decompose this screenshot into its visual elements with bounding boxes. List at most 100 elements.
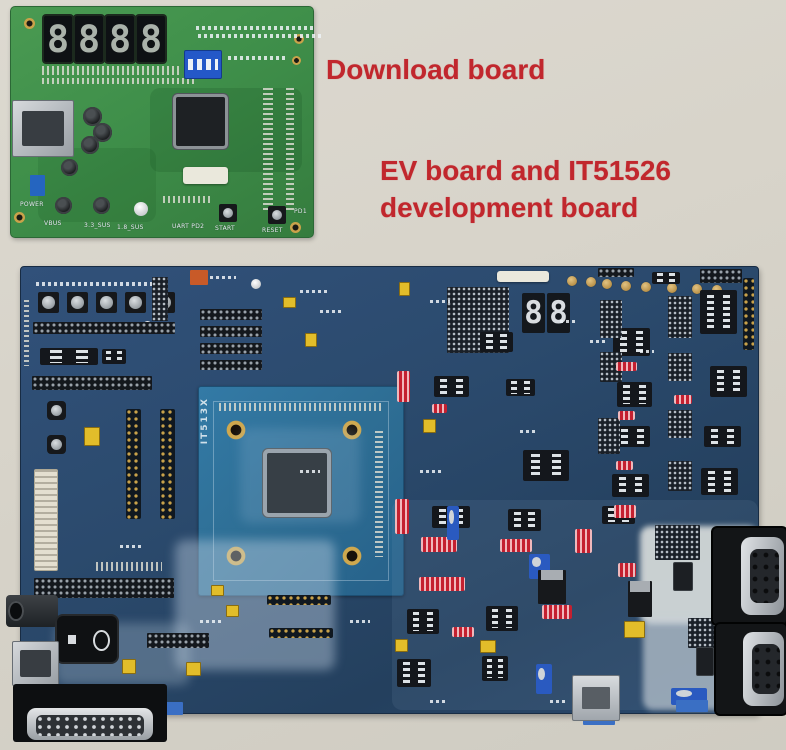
label-reset: RESET [262, 227, 283, 234]
label-power: POWER [20, 201, 44, 208]
red-jumper [395, 499, 409, 534]
mounting-hole [290, 222, 301, 233]
label-vbus: VBUS [44, 220, 62, 227]
tantalum-capacitor [586, 277, 596, 287]
subboard-pin-row [219, 403, 383, 411]
pin-array [152, 277, 168, 321]
it51526-chip [267, 453, 327, 513]
ic-socket [704, 426, 741, 447]
electrolytic-capacitor [93, 197, 110, 214]
led-cluster [84, 427, 100, 446]
solder-pad-row [163, 196, 211, 203]
usb-a-connector [572, 675, 620, 721]
ic-socket [40, 348, 98, 365]
annotation-ev-board: EV board and IT51526 development board [380, 152, 671, 226]
red-jumper [452, 627, 474, 637]
connector-footprint [263, 88, 273, 210]
red-jumper [432, 404, 447, 413]
ic-socket [617, 382, 652, 407]
ffc-connector [34, 469, 58, 571]
mounting-hole [294, 34, 304, 44]
pin-array [447, 287, 509, 353]
silkscreen-marks [550, 700, 566, 703]
pin-header [33, 322, 175, 334]
round-button [47, 435, 66, 454]
silkscreen-marks [300, 470, 320, 473]
silkscreen-marks [430, 700, 448, 703]
red-jumper [616, 461, 633, 470]
electrolytic-capacitor [83, 107, 102, 126]
pin-header [200, 343, 262, 354]
reset-button [268, 206, 286, 224]
power-led [30, 175, 45, 196]
red-jumper [575, 529, 592, 553]
ic-socket [486, 606, 518, 631]
pin-array [600, 300, 622, 338]
pin-array [655, 525, 700, 560]
label-1v8: 1.8_SUS [117, 224, 144, 231]
connector-footprint [286, 88, 294, 210]
push-button [96, 292, 117, 313]
red-jumper [397, 371, 410, 402]
electrolytic-capacitor [61, 159, 78, 176]
label-pd1: PD1 [294, 208, 307, 215]
pin-header [147, 633, 209, 648]
pin-header [598, 268, 634, 277]
dip-switch [184, 50, 222, 79]
tantalum-capacitor [667, 283, 677, 293]
round-button [47, 401, 66, 420]
tantalum-capacitor [602, 279, 612, 289]
silkscreen-marks [198, 34, 322, 38]
pin-header [200, 360, 262, 370]
pin-header [34, 578, 174, 598]
push-button [125, 292, 146, 313]
silkscreen-marks [36, 282, 168, 286]
yellow-jumper [305, 333, 317, 347]
silkscreen-marks [560, 320, 578, 323]
pin-array [668, 296, 692, 338]
subboard-frame [213, 401, 389, 581]
ic-socket [612, 474, 649, 497]
pin-header [200, 309, 262, 320]
pin-header [32, 376, 152, 390]
yellow-jumper [423, 419, 436, 433]
db9-serial-connector [713, 528, 786, 624]
ic-socket [102, 349, 126, 364]
yellow-jumper [399, 282, 410, 296]
yellow-jumper [226, 605, 239, 617]
pin-header [200, 326, 262, 337]
voltage-regulator [628, 581, 652, 617]
trimmer-pot [536, 664, 552, 694]
silkscreen-marks [300, 290, 330, 293]
solder-glare [175, 540, 335, 670]
yellow-jumper [624, 621, 645, 638]
red-jumper [500, 539, 532, 552]
seven-segment-digit: 8 [547, 293, 570, 333]
ic-socket [397, 659, 431, 687]
silkscreen-marks [210, 276, 236, 279]
silkscreen-marks [350, 620, 370, 623]
pin-array [668, 353, 692, 381]
silkscreen-marks [420, 470, 444, 473]
silkscreen-marks [320, 310, 344, 313]
power-switch [57, 616, 117, 662]
female-header [126, 409, 141, 519]
silkscreen-marks [120, 545, 142, 548]
female-header [267, 595, 331, 605]
electrolytic-capacitor [93, 123, 112, 142]
female-header [160, 409, 175, 519]
start-button [219, 204, 237, 222]
pin-header [700, 269, 742, 283]
red-jumper [614, 505, 636, 518]
solder-glare [240, 428, 360, 523]
standoff-hole [341, 419, 363, 441]
pin-array [668, 410, 692, 438]
board-tab [676, 700, 708, 712]
red-jumper [421, 537, 457, 552]
annotation-download-board: Download board [326, 54, 546, 85]
ic-socket [523, 450, 569, 481]
db25-parallel-connector [13, 684, 167, 742]
ic-socket [701, 468, 738, 495]
dc-power-jack [6, 595, 58, 627]
